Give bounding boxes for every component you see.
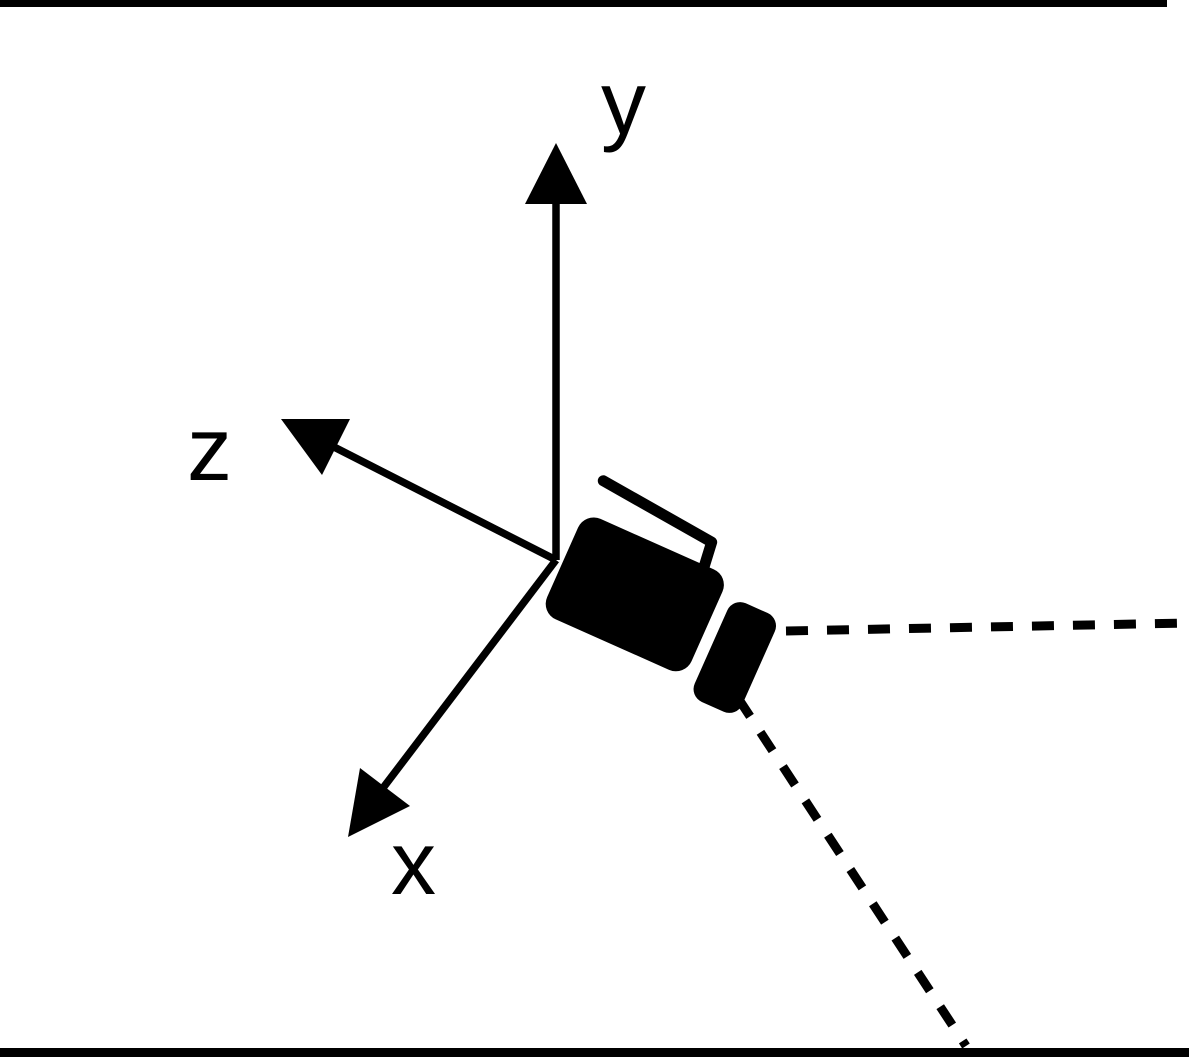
video-camera-icon <box>545 475 777 713</box>
y-axis-label: y <box>601 54 646 154</box>
view-ray-diagonal <box>734 695 970 1049</box>
x-axis-arrowhead-icon <box>348 768 410 837</box>
z-axis-label: z <box>187 400 232 500</box>
camera-lens <box>693 602 777 713</box>
z-axis-arrowhead-icon <box>281 419 350 475</box>
z-axis-line <box>332 443 558 564</box>
camera-body <box>545 517 724 672</box>
x-axis-label: x <box>391 814 436 914</box>
z-axis <box>281 419 558 564</box>
top-border-bar <box>0 0 1167 7</box>
y-axis <box>525 143 587 560</box>
view-ray-horizontal <box>785 618 1189 636</box>
y-axis-arrowhead-icon <box>525 143 587 204</box>
x-axis-line <box>380 557 559 791</box>
x-axis <box>348 557 559 837</box>
bottom-border-bar <box>0 1048 1189 1057</box>
camera-handle <box>597 475 718 572</box>
